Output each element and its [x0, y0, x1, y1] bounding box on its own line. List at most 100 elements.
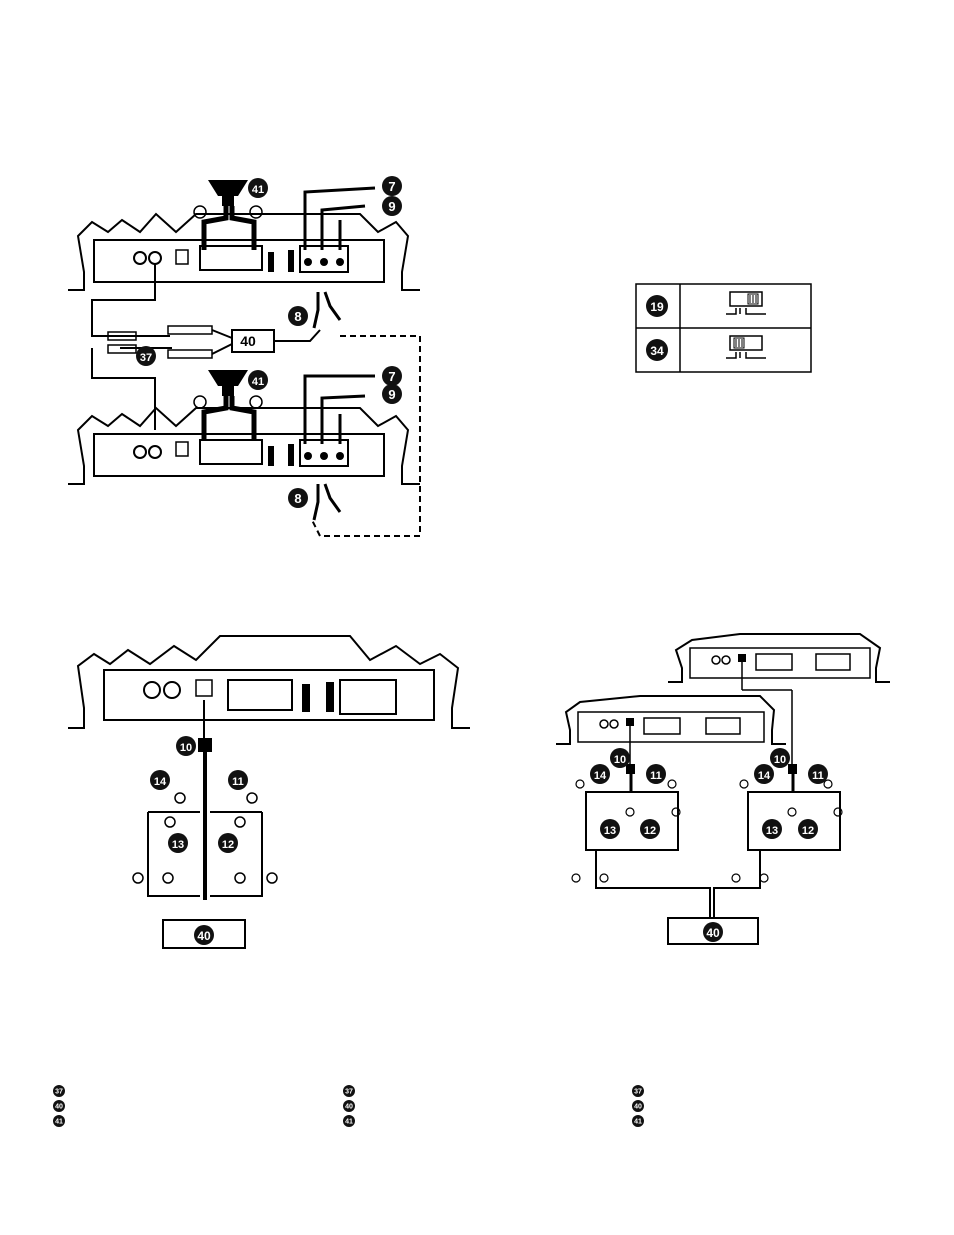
callout-13-text: 13: [766, 825, 778, 837]
callout-13: 13: [168, 833, 188, 853]
callout-10-text: 10: [180, 742, 192, 754]
callout-37-disc: [136, 346, 156, 366]
legend-item: 40: [634, 1104, 642, 1111]
switch-row-badge: [646, 295, 668, 317]
callout-9: 9: [382, 384, 402, 404]
callout-8-text: 8: [294, 491, 301, 506]
legend-item: 41: [634, 1119, 642, 1126]
callout-11-text: 11: [232, 776, 244, 788]
callout-12: 12: [640, 819, 660, 839]
callout-8-disc: [288, 306, 308, 326]
callout-7: 7: [382, 366, 402, 386]
callout-14-disc: [754, 764, 774, 784]
callout-10-disc: [770, 748, 790, 768]
callout-8-text: 8: [294, 309, 301, 324]
legend-badge: [632, 1085, 644, 1097]
callout-41-text: 41: [252, 184, 264, 196]
callout-10-disc: [610, 748, 630, 768]
callout-11-disc: [228, 770, 248, 790]
callout-14-text: 14: [758, 770, 771, 782]
callout-12-disc: [218, 833, 238, 853]
callout-9-disc: [382, 384, 402, 404]
callout-9-disc: [382, 196, 402, 216]
callout-41-disc: [248, 178, 268, 198]
callout-12: 12: [218, 833, 238, 853]
legend-badge: [632, 1100, 644, 1112]
callout-10: 10: [176, 736, 196, 756]
legend-item: 37: [634, 1089, 642, 1096]
callout-14-disc: [150, 770, 170, 790]
callout-12-disc: [798, 819, 818, 839]
callout-37-text: 37: [140, 352, 152, 364]
callout-7: 7: [382, 176, 402, 196]
callout-41: 41: [248, 370, 268, 390]
callout-41-disc: [248, 370, 268, 390]
switch-row-label: 34: [646, 339, 668, 361]
callout-11-disc: [646, 764, 666, 784]
callout-41: 41: [248, 178, 268, 198]
switch-row-text: 19: [650, 300, 664, 314]
legend-item: 41: [345, 1119, 353, 1126]
callout-14: 14: [754, 764, 774, 784]
callout-11-text: 11: [812, 770, 824, 782]
legend-item: 40: [345, 1104, 353, 1111]
dual-amp-remote-diagram: [556, 633, 890, 945]
switch-right-icon: [726, 291, 766, 315]
callout-12-text: 12: [802, 825, 814, 837]
callout-13-disc: [168, 833, 188, 853]
callout-14-text: 14: [594, 770, 607, 782]
legend-badge: [343, 1100, 355, 1112]
callout-13: 13: [762, 819, 782, 839]
callout-37: 37: [136, 346, 156, 366]
callout-10-text: 10: [614, 754, 626, 766]
head-unit-label: 40: [197, 929, 211, 943]
legend-item: 37: [345, 1089, 353, 1096]
legend-item: 40: [55, 1104, 63, 1111]
legend-item: 37: [55, 1089, 63, 1096]
switch-row-text: 34: [650, 344, 664, 358]
speaker-icon: [208, 370, 248, 396]
callout-11: 11: [228, 770, 248, 790]
callout-10-disc: [176, 736, 196, 756]
callout-13-disc: [762, 819, 782, 839]
callout-7-disc: [382, 366, 402, 386]
callout-11: 11: [646, 764, 666, 784]
callout-9: 9: [382, 196, 402, 216]
single-amp-remote-diagram: [68, 635, 470, 949]
legend-item: 41: [55, 1119, 63, 1126]
switch-row-badge: [646, 339, 668, 361]
callout-12-text: 12: [644, 825, 656, 837]
callout-13: 13: [600, 819, 620, 839]
switch-row-label: 19: [646, 295, 668, 317]
legend-badge: [632, 1115, 644, 1127]
callout-13-text: 13: [604, 825, 616, 837]
switch-table: [635, 283, 812, 373]
callout-7-text: 7: [388, 369, 395, 384]
callout-12: 12: [798, 819, 818, 839]
bridged-amp-diagram: [68, 180, 421, 537]
callout-8: 8: [288, 488, 308, 508]
head-unit-badge: [194, 925, 214, 945]
callout-14: 14: [590, 764, 610, 784]
callout-41-text: 41: [252, 376, 264, 388]
switch-left-icon: [726, 335, 766, 359]
callout-11: 11: [808, 764, 828, 784]
amplifier-2: [68, 406, 420, 485]
legend-badge: [343, 1085, 355, 1097]
callout-12-disc: [640, 819, 660, 839]
legend-badge: [53, 1100, 65, 1112]
callout-10: 10: [610, 748, 630, 768]
callout-14-disc: [590, 764, 610, 784]
head-unit-label: 40: [706, 926, 720, 940]
callout-10-text: 10: [774, 754, 786, 766]
callout-9-text: 9: [388, 387, 395, 402]
callout-9-text: 9: [388, 199, 395, 214]
callout-8: 8: [288, 306, 308, 326]
callout-7-disc: [382, 176, 402, 196]
callout-13-text: 13: [172, 839, 184, 851]
amplifier-1: [68, 212, 420, 291]
callout-12-text: 12: [222, 839, 234, 851]
callout-14: 14: [150, 770, 170, 790]
callout-8-disc: [288, 488, 308, 508]
